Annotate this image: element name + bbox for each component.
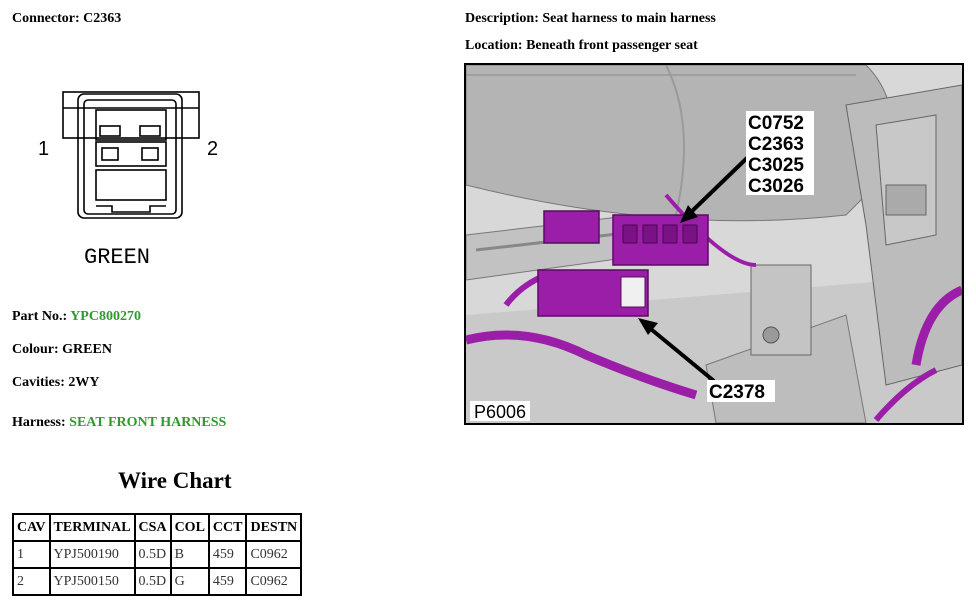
pin-number-left: 1 [38,138,49,160]
cell-terminal: YPJ500190 [48,540,136,569]
table-row: 2 YPJ500150 0.5D G 459 C0962 [12,567,303,596]
colour-line: Colour: GREEN [12,342,112,358]
cell-csa: 0.5D [133,540,172,569]
cell-cct: 459 [207,567,248,596]
header-col: COL [169,513,210,542]
colour-value: GREEN [62,342,112,357]
cell-col: B [169,540,210,569]
connector-color-caption: GREEN [84,245,150,270]
cell-cav: 2 [12,567,51,596]
part-no-link[interactable]: YPC800270 [70,309,141,324]
callout-c0752: C0752 [748,113,804,134]
header-csa: CSA [133,513,172,542]
description-line: Description: Seat harness to main harnes… [465,11,716,27]
cell-destn: C0962 [245,540,303,569]
callout-c3025: C3025 [748,155,804,176]
location-label: Location: [465,38,523,53]
harness-label: Harness: [12,415,66,430]
cell-cct: 459 [207,540,248,569]
part-no-label: Part No.: [12,309,68,324]
cell-cav: 1 [12,540,51,569]
wire-chart-table: CAV TERMINAL CSA COL CCT DESTN 1 YPJ5001… [12,513,303,596]
part-no-line: Part No.: YPC800270 [12,309,141,325]
header-cct: CCT [207,513,248,542]
cell-destn: C0962 [245,567,303,596]
connector-id: C2363 [83,11,122,26]
wire-chart-title: Wire Chart [118,468,232,493]
callout-c2363: C2363 [748,134,804,155]
connector-face-diagram: 1 2 GREEN [38,91,218,270]
location-line: Location: Beneath front passenger seat [465,38,698,54]
colour-label: Colour: [12,342,59,357]
photo-reference: P6006 [474,402,526,422]
connector-heading: Connector: C2363 [12,11,121,27]
header-cav: CAV [12,513,51,542]
pin-number-right: 2 [207,138,218,160]
location-illustration: C0752 C2363 C3025 C3026 C2378 P6006 [464,63,964,425]
cell-col: G [169,567,210,596]
header-terminal: TERMINAL [48,513,136,542]
cavities-label: Cavities: [12,375,65,390]
harness-link[interactable]: SEAT FRONT HARNESS [69,415,227,430]
wire-chart-header-row: CAV TERMINAL CSA COL CCT DESTN [12,513,303,542]
cavities-value: 2WY [68,375,100,390]
cell-terminal: YPJ500150 [48,567,136,596]
cavities-line: Cavities: 2WY [12,375,100,391]
callout-c3026: C3026 [748,176,804,197]
table-row: 1 YPJ500190 0.5D B 459 C0962 [12,540,303,569]
connector-label: Connector: [12,11,80,26]
header-destn: DESTN [245,513,303,542]
callout-c2378: C2378 [709,382,765,403]
cell-csa: 0.5D [133,567,172,596]
harness-line: Harness: SEAT FRONT HARNESS [12,415,226,431]
location-value: Beneath front passenger seat [526,38,698,53]
description-value: Seat harness to main harness [542,11,716,26]
description-label: Description: [465,11,539,26]
